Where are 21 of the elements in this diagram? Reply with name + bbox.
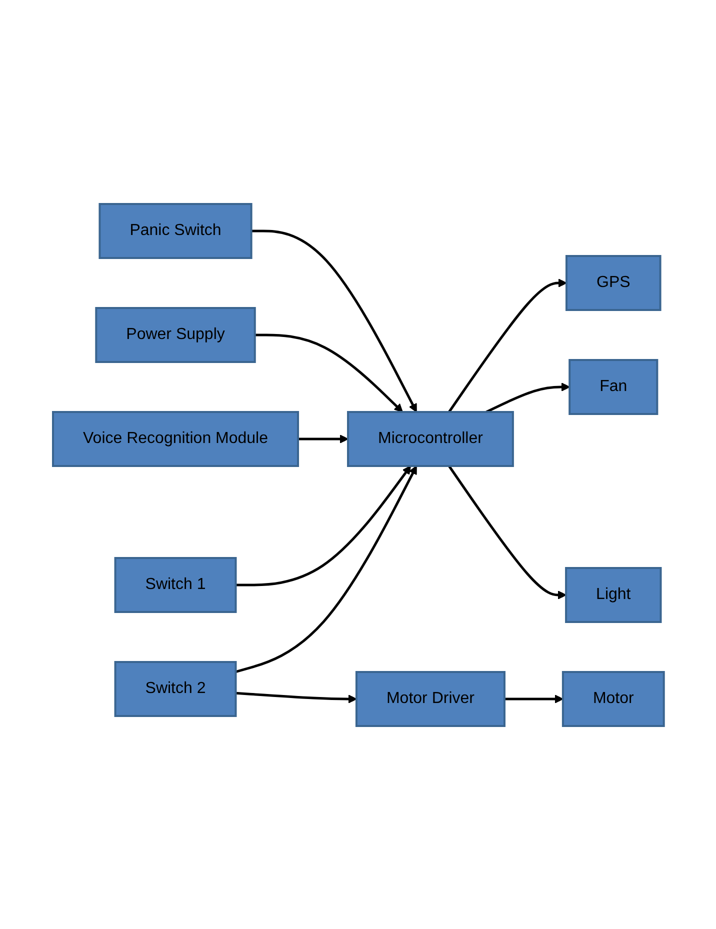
node-box: Microcontroller (346, 410, 514, 466)
arrow (448, 464, 566, 599)
node-box: Light (564, 566, 662, 622)
node-box: Voice Recognition Module (52, 410, 299, 466)
arrow (235, 691, 356, 703)
node-box: Switch 2 (114, 660, 236, 716)
arrow (504, 694, 563, 703)
arrow (254, 333, 403, 412)
arrow (298, 434, 348, 443)
arrow (234, 465, 416, 673)
arrow (235, 465, 411, 586)
node-box: Motor Driver (355, 670, 506, 726)
node-box: Power Supply (94, 306, 256, 362)
node-box: Fan (568, 358, 658, 414)
node-box: Switch 1 (114, 556, 236, 612)
arrow (250, 229, 416, 412)
arrow (448, 278, 566, 412)
node-box: Motor (562, 670, 664, 726)
arrow (485, 382, 570, 413)
node-box: GPS (565, 254, 661, 310)
node-box: Panic Switch (98, 202, 252, 258)
